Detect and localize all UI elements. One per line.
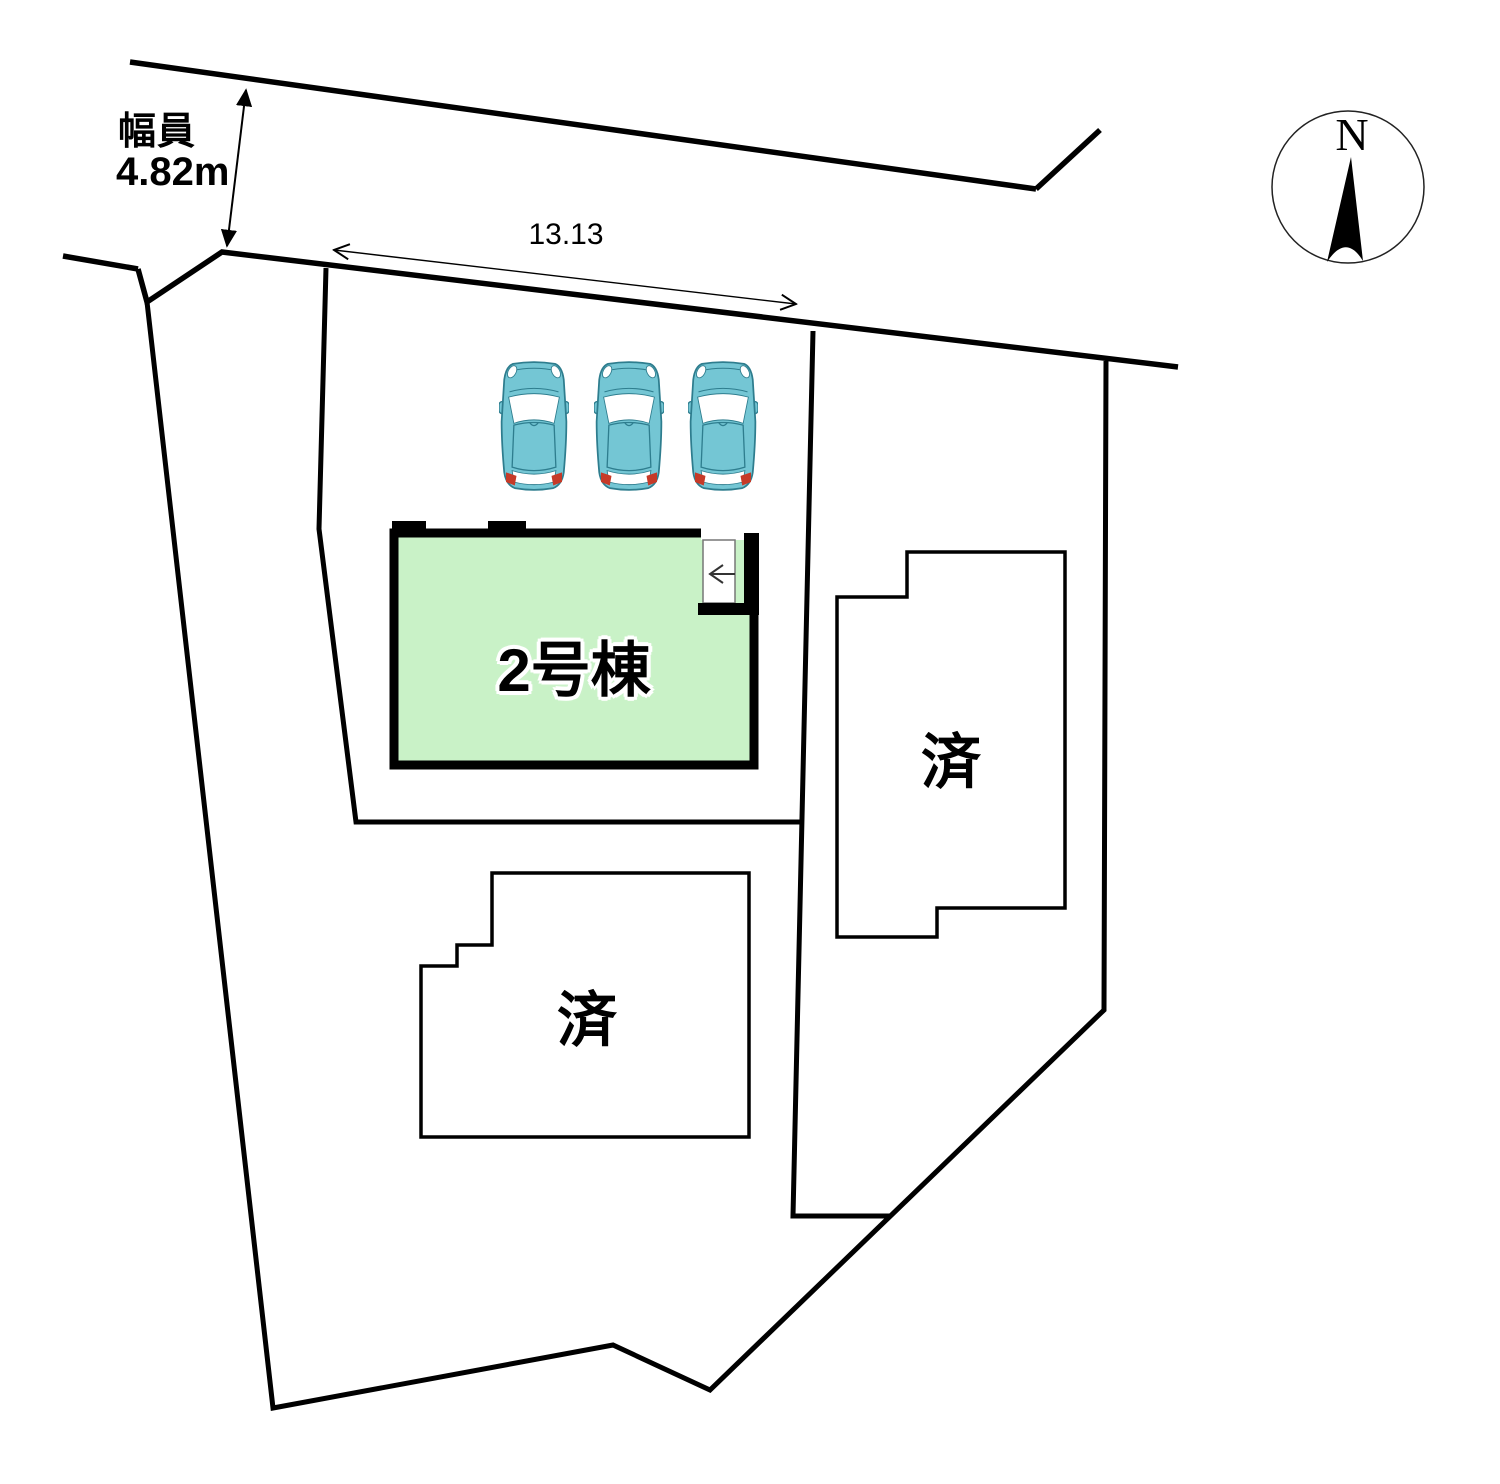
unit2-wall-under-notch xyxy=(698,603,756,615)
unit2-lot-boundary xyxy=(316,267,802,825)
car-icon xyxy=(688,361,758,491)
north-needle xyxy=(1327,157,1363,262)
road-south-edge-left xyxy=(62,253,139,272)
site-outer-boundary xyxy=(144,301,1109,1411)
road-south-edge xyxy=(135,249,1179,370)
sold-building-left xyxy=(419,871,751,1139)
road-north-edge xyxy=(129,59,1037,192)
car-icon xyxy=(499,361,569,491)
site-boundaries xyxy=(144,267,1109,1411)
road-width-dimension-arrow xyxy=(220,88,253,248)
road-width-value: 4.82m xyxy=(116,150,230,194)
sold-buildings xyxy=(419,550,1067,1139)
compass-north-label: N xyxy=(1335,109,1368,160)
parking-cars xyxy=(499,361,758,491)
unit-2-label: 2号棟 xyxy=(497,637,651,704)
car-icon xyxy=(594,361,664,491)
frontage-dimension-label: 13.13 xyxy=(528,218,604,251)
sold-label-left: 済 xyxy=(557,987,617,1054)
unit2-wall-right xyxy=(744,533,759,615)
frontage-dimension-arrow xyxy=(334,250,796,304)
entrance-arrow-icon xyxy=(708,564,735,584)
unit2-entrance-notch xyxy=(702,539,736,604)
road-north-edge-branch xyxy=(1034,127,1102,192)
road-width-label: 幅員 xyxy=(118,111,197,153)
dimensions xyxy=(220,88,796,304)
compass-icon: N xyxy=(1271,109,1425,264)
unit2-footprint xyxy=(389,528,759,770)
unit2-building xyxy=(389,520,763,770)
compass-circle xyxy=(1271,110,1425,264)
sold-label-right: 済 xyxy=(921,729,981,796)
right-lot-boundary xyxy=(790,330,890,1219)
sold-building-right xyxy=(835,550,1067,939)
